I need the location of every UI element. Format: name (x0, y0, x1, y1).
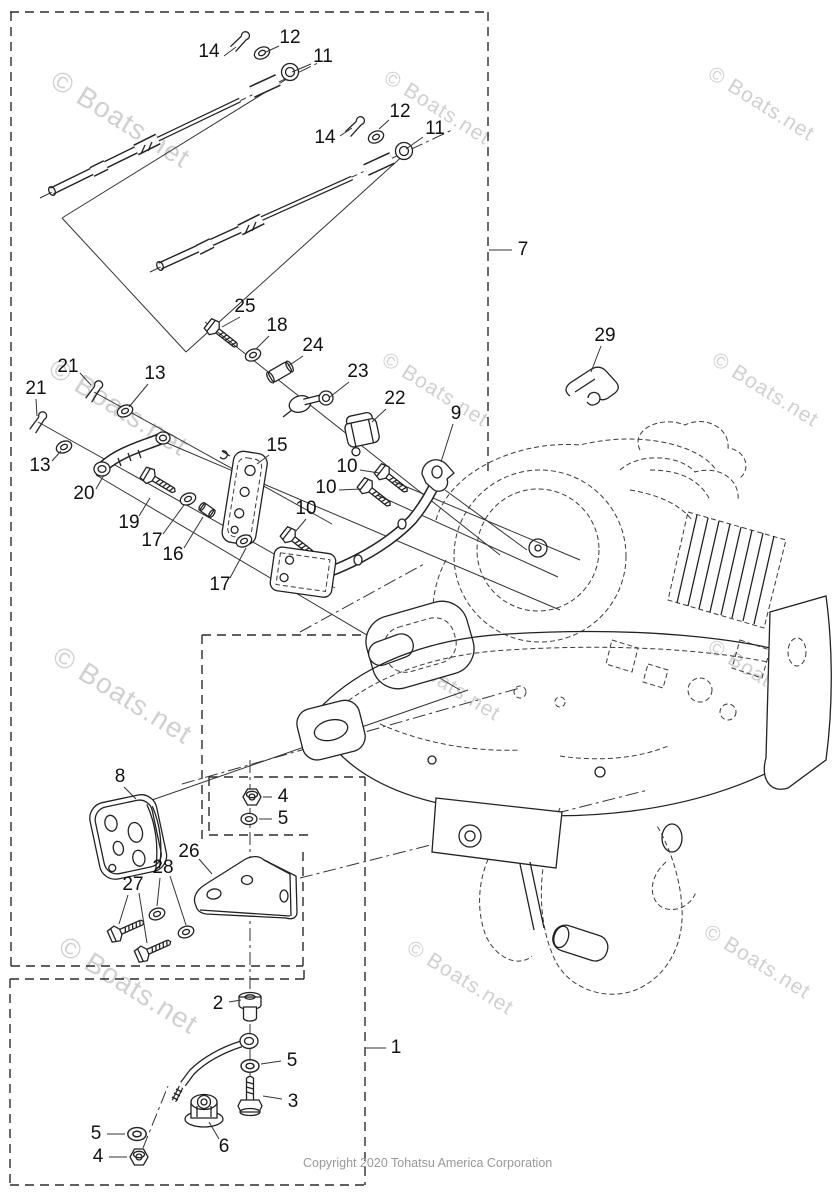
throttle-cables (47, 28, 414, 272)
cable-lower (156, 113, 414, 272)
part-callout-10: 10 (315, 477, 337, 498)
part-callout-13: 13 (144, 363, 166, 384)
part-callout-11: 11 (313, 46, 333, 67)
part-callout-8: 8 (114, 766, 126, 787)
part-callout-12: 12 (279, 27, 301, 48)
bracket-arm-9 (269, 459, 455, 598)
part-callout-24: 24 (302, 335, 324, 356)
part-callout-10: 10 (295, 498, 317, 519)
part-callout-11: 11 (425, 118, 445, 139)
cable-upper (47, 28, 300, 196)
part-callout-14: 14 (314, 127, 336, 148)
part-callout-17: 17 (141, 530, 163, 551)
part-callout-21: 21 (57, 356, 79, 377)
part-callout-16: 16 (162, 544, 184, 565)
part-callout-5: 5 (277, 808, 289, 829)
copyright-text: Copyright 2020 Tohatsu America Corporati… (303, 1156, 553, 1170)
part-callout-12: 12 (389, 101, 411, 122)
link-rod (171, 1032, 259, 1103)
lever-23 (282, 390, 334, 418)
part-callout-20: 20 (73, 483, 95, 504)
part-callout-17: 17 (209, 574, 231, 595)
part-callout-14: 14 (198, 41, 220, 62)
pad-8 (89, 794, 168, 880)
part-callout-6: 6 (218, 1136, 230, 1157)
part-callout-10: 10 (336, 456, 358, 477)
part-callout-3: 3 (287, 1091, 299, 1112)
part-callout-13: 13 (29, 455, 51, 476)
spacer-24 (266, 360, 294, 384)
plate-15 (221, 450, 268, 546)
mount-parts (89, 788, 298, 1166)
part-callout-21: 21 (25, 378, 47, 399)
part-callout-22: 22 (384, 388, 406, 409)
part-callout-15: 15 (266, 435, 288, 456)
flange-nut-6 (184, 1093, 224, 1128)
part-callout-27: 27 (122, 874, 144, 895)
part-callout-28: 28 (152, 857, 174, 878)
bolt-3 (237, 1075, 263, 1117)
engine-sketch (296, 421, 832, 995)
leader-lines (35, 45, 602, 1158)
part-callout-1: 1 (390, 1037, 402, 1058)
bracket-26 (193, 855, 298, 920)
part-callout-19: 19 (118, 512, 140, 533)
part-callout-25: 25 (234, 296, 256, 317)
part-callout-5: 5 (286, 1050, 298, 1071)
part-callout-5: 5 (90, 1123, 102, 1144)
clamp-22 (344, 411, 380, 457)
linkage-parts (28, 316, 619, 598)
part-callout-29: 29 (594, 325, 616, 346)
part-callout-2: 2 (212, 993, 224, 1014)
part-callout-26: 26 (178, 841, 200, 862)
part-callout-23: 23 (347, 361, 369, 382)
part-callout-7: 7 (517, 239, 529, 260)
part-callout-9: 9 (450, 403, 462, 424)
part-callout-4: 4 (92, 1146, 104, 1167)
dashed-group-boxes (9, 11, 489, 1186)
part-callout-18: 18 (266, 315, 288, 336)
collar-16 (198, 502, 216, 518)
clip-29 (565, 366, 619, 406)
part-callout-4: 4 (277, 786, 289, 807)
grommet-2 (238, 991, 262, 1022)
